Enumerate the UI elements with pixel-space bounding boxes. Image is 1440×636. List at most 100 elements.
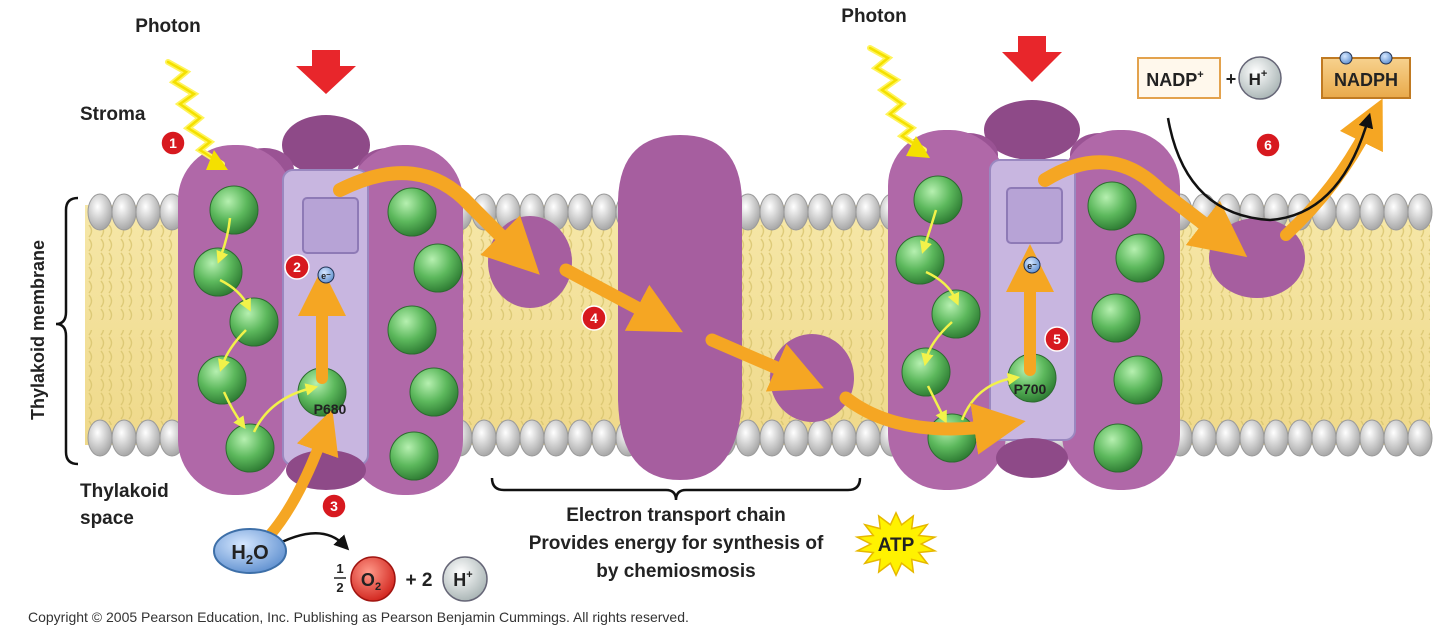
- water-molecule: H2O: [213, 528, 287, 574]
- pigment-molecule: [913, 175, 963, 225]
- pigment-molecule: [1093, 423, 1143, 473]
- electron-markers: e⁻ e⁻: [317, 256, 1041, 284]
- photon-label-right: Photon: [841, 6, 906, 27]
- water-label: H2O: [231, 542, 268, 567]
- stroma-label: Stroma: [80, 104, 146, 125]
- step-badge-label: 6: [1264, 137, 1272, 153]
- nadp-reduction-arrow: [1166, 112, 1374, 222]
- water-splitting-products: 1 2 O2 + 2 H+: [334, 556, 488, 602]
- lipid-head: [831, 193, 857, 231]
- lipid-head: [759, 193, 785, 231]
- atp-burst: ATP: [854, 511, 938, 577]
- red-input-arrows: [296, 36, 1062, 94]
- step-badge-label: 3: [330, 498, 338, 514]
- lipid-head: [87, 419, 113, 457]
- electron-label-psii: e⁻: [321, 271, 331, 281]
- antenna-energy-transfer-arrows: [216, 209, 1021, 433]
- pigment-molecule: [193, 247, 243, 297]
- nadp-box: [1137, 57, 1221, 99]
- lipid-head: [471, 419, 497, 457]
- proton-label: H+: [453, 569, 472, 590]
- etc-title: Electron transport chain: [566, 505, 786, 526]
- proton-icon: [442, 556, 488, 602]
- psii-primary-acceptor: [302, 197, 359, 254]
- red-arrow-psi: [1002, 36, 1062, 82]
- thylakoid-space-label-line1: Thylakoid: [80, 481, 169, 502]
- thylakoid-membrane-label: Thylakoid membrane: [28, 240, 48, 420]
- pigment-molecule: [895, 235, 945, 285]
- pigment-molecule: [927, 413, 977, 463]
- lipid-head: [1383, 419, 1409, 457]
- lipid-head: [1359, 419, 1385, 457]
- pigment-molecule: [1113, 355, 1163, 405]
- psi-primary-acceptor: [1006, 187, 1063, 244]
- lipid-head: [567, 193, 593, 231]
- atp-label: ATP: [878, 535, 915, 556]
- step-badge-3: [321, 493, 347, 519]
- lipid-head: [1287, 419, 1313, 457]
- etc-caption-line3: by chemiosmosis: [596, 561, 755, 582]
- lipid-head: [1407, 419, 1433, 457]
- oxygen-label: O2: [361, 570, 381, 593]
- oxygen-icon: [350, 556, 396, 602]
- lipid-head: [735, 419, 761, 457]
- p680-label: P680: [314, 401, 347, 417]
- copyright-notice: Copyright © 2005 Pearson Education, Inc.…: [28, 609, 689, 625]
- electron-icon: [1379, 51, 1393, 65]
- pigment-molecule: [209, 185, 259, 235]
- lipid-head: [1191, 419, 1217, 457]
- lipid-head: [855, 419, 881, 457]
- lipid-head: [831, 419, 857, 457]
- nadp-label: NADP+: [1146, 69, 1203, 90]
- nadph-label: NADPH: [1334, 70, 1398, 90]
- photon-light-rays: [165, 45, 930, 170]
- lipid-head: [1311, 419, 1337, 457]
- step-badge-1: [160, 130, 186, 156]
- proton-label-nadp: H+: [1249, 68, 1268, 89]
- pigment-molecule: [1115, 233, 1165, 283]
- lipid-head: [783, 419, 809, 457]
- plus-label: +: [1226, 69, 1237, 89]
- etc-caption-line2: Provides energy for synthesis of: [529, 533, 824, 554]
- lipid-head: [543, 419, 569, 457]
- nadp-reaction: NADP+ + H+ NADPH: [1137, 51, 1411, 100]
- pigment-molecule: [387, 305, 437, 355]
- lipid-head: [807, 419, 833, 457]
- photon-label-left: Photon: [135, 16, 200, 37]
- pigment-molecule: [901, 347, 951, 397]
- pigment-molecule: [409, 367, 459, 417]
- lipid-head: [759, 419, 785, 457]
- plus-two-label: + 2: [406, 570, 433, 591]
- step-badge-6: [1255, 132, 1281, 158]
- lipid-head: [1359, 193, 1385, 231]
- step-badge-label: 5: [1053, 331, 1061, 347]
- lipid-head: [807, 193, 833, 231]
- pigment-molecule: [1087, 181, 1137, 231]
- lipid-head: [855, 193, 881, 231]
- pigment-molecule: [389, 431, 439, 481]
- water-ellipse: [213, 528, 287, 574]
- lipid-head: [591, 193, 617, 231]
- step-badge-5: [1044, 326, 1070, 352]
- thylakoid-space-label-line2: space: [80, 508, 134, 529]
- electron-icon: [1339, 51, 1353, 65]
- lipid-head: [87, 193, 113, 231]
- psii-top-cap: [282, 115, 370, 175]
- step-badge-label: 2: [293, 259, 301, 275]
- p700-label: P700: [1014, 381, 1047, 397]
- lipid-head: [1407, 193, 1433, 231]
- lipid-head: [1215, 419, 1241, 457]
- step-badge-4: [581, 305, 607, 331]
- pigment-molecule: [225, 423, 275, 473]
- lipid-head: [1335, 419, 1361, 457]
- plastocyanin: [770, 334, 854, 422]
- electron-flow-arrows: [264, 98, 1383, 541]
- lipid-head: [1335, 193, 1361, 231]
- step-badge-2: [284, 254, 310, 280]
- red-arrow-psii: [296, 50, 356, 94]
- proton-icon: [1238, 56, 1282, 100]
- psi-top-cap: [984, 100, 1080, 160]
